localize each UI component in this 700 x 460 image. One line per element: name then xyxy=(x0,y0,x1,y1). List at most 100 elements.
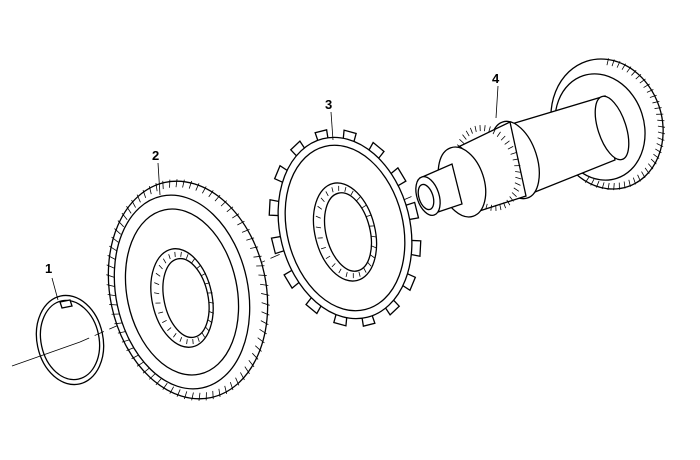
rear-gear-tooth xyxy=(601,182,605,190)
rear-gear-tooth xyxy=(628,179,631,187)
gear-tooth xyxy=(261,302,270,306)
hub-spline xyxy=(515,176,522,180)
gear-tooth xyxy=(126,206,132,214)
gear-tooth xyxy=(261,293,270,296)
gear-spline xyxy=(162,258,167,264)
hub-spline xyxy=(515,171,522,173)
gear-tooth xyxy=(241,228,250,233)
gear-tooth xyxy=(117,331,126,334)
hub-spline xyxy=(513,187,520,192)
gear-spline xyxy=(179,337,183,342)
hub-spline xyxy=(488,126,491,133)
gear-tooth xyxy=(182,179,185,188)
rear-gear-tooth xyxy=(637,174,641,182)
gear-tooth xyxy=(257,337,265,344)
gear-spline xyxy=(191,258,195,263)
rear-gear-tooth xyxy=(607,182,610,190)
gear-tooth xyxy=(195,183,200,191)
gear-tooth xyxy=(226,206,234,213)
gear-tooth xyxy=(162,382,168,390)
ring-spline xyxy=(325,191,329,197)
gear-tooth xyxy=(258,274,267,276)
hub-spline xyxy=(484,125,486,132)
gear-tooth xyxy=(232,213,240,219)
gear-tooth xyxy=(107,294,116,297)
ring-spline xyxy=(325,255,331,259)
gear-tooth xyxy=(259,328,267,335)
rear-gear-tooth xyxy=(646,89,654,93)
gear-tooth xyxy=(175,179,178,188)
rear-gear-tooth xyxy=(623,181,626,189)
rear-gear-tooth xyxy=(656,143,664,148)
helical-gear xyxy=(106,179,270,401)
gear-tooth xyxy=(106,264,115,269)
gear-tooth xyxy=(107,254,116,260)
gear-spline xyxy=(154,292,160,295)
gear-tooth xyxy=(244,366,250,374)
rear-gear-tooth xyxy=(631,69,637,76)
rear-gear-tooth xyxy=(584,176,590,183)
rear-gear-tooth xyxy=(657,131,666,135)
gear-spline xyxy=(204,282,210,285)
gear-tooth xyxy=(142,367,150,374)
hub-spline xyxy=(514,182,521,186)
gear-spline xyxy=(207,319,213,324)
rear-gear-tooth xyxy=(606,58,609,66)
hub-spline xyxy=(462,134,467,140)
gear-tooth xyxy=(109,304,118,306)
gear-tooth xyxy=(240,372,245,381)
snap-ring xyxy=(35,294,105,386)
gear-tooth xyxy=(121,212,128,221)
gear-tooth xyxy=(149,373,156,380)
hub-spline xyxy=(474,125,477,132)
rear-gear-tooth xyxy=(653,153,660,159)
gear-tooth xyxy=(214,194,221,202)
ring-spline xyxy=(358,271,361,277)
gear-tooth xyxy=(126,347,135,352)
rear-gear-tooth xyxy=(644,167,650,174)
gear-tooth xyxy=(121,339,130,343)
gear-spline xyxy=(168,254,171,260)
gear-spline xyxy=(158,311,164,314)
ring-spline xyxy=(371,245,377,249)
gear-tooth xyxy=(183,391,188,400)
hub-spline xyxy=(465,130,470,137)
gear-spline xyxy=(155,272,161,277)
gear-spline xyxy=(208,310,214,314)
ring-spline xyxy=(315,215,321,219)
gear-spline xyxy=(162,319,167,323)
ring-spline xyxy=(315,226,322,229)
gear-tooth xyxy=(248,359,255,368)
hub-spline xyxy=(503,202,507,209)
gear-tooth xyxy=(254,345,262,352)
rear-gear-tooth xyxy=(611,59,615,67)
gear-tooth xyxy=(106,274,115,278)
gear-spline xyxy=(158,264,163,270)
gear-tooth xyxy=(261,311,270,316)
rear-gear-tooth xyxy=(635,74,642,80)
gear-tooth xyxy=(252,352,259,360)
hub-spline xyxy=(499,204,502,211)
hub-spline xyxy=(512,158,519,161)
gear-spline xyxy=(167,327,172,332)
ring-spline xyxy=(345,272,348,278)
hub-spline xyxy=(492,128,496,135)
rear-gear-tooth xyxy=(613,183,615,191)
rear-gear-tooth xyxy=(647,163,654,170)
rear-gear-tooth xyxy=(616,61,621,68)
gear-tooth xyxy=(208,190,214,198)
gear-spline xyxy=(201,332,206,338)
gear-tooth xyxy=(188,180,193,189)
hub-spline xyxy=(469,127,473,134)
gear-tooth xyxy=(253,255,262,258)
shaft-pilot xyxy=(415,163,463,216)
gear-tooth xyxy=(131,354,139,360)
gear-tooth xyxy=(142,189,147,199)
gear-spline xyxy=(186,339,188,345)
gear-tooth xyxy=(250,246,259,249)
callout-1: 1 xyxy=(45,261,53,276)
ring-spline xyxy=(320,247,326,250)
ring-spline xyxy=(361,205,367,209)
